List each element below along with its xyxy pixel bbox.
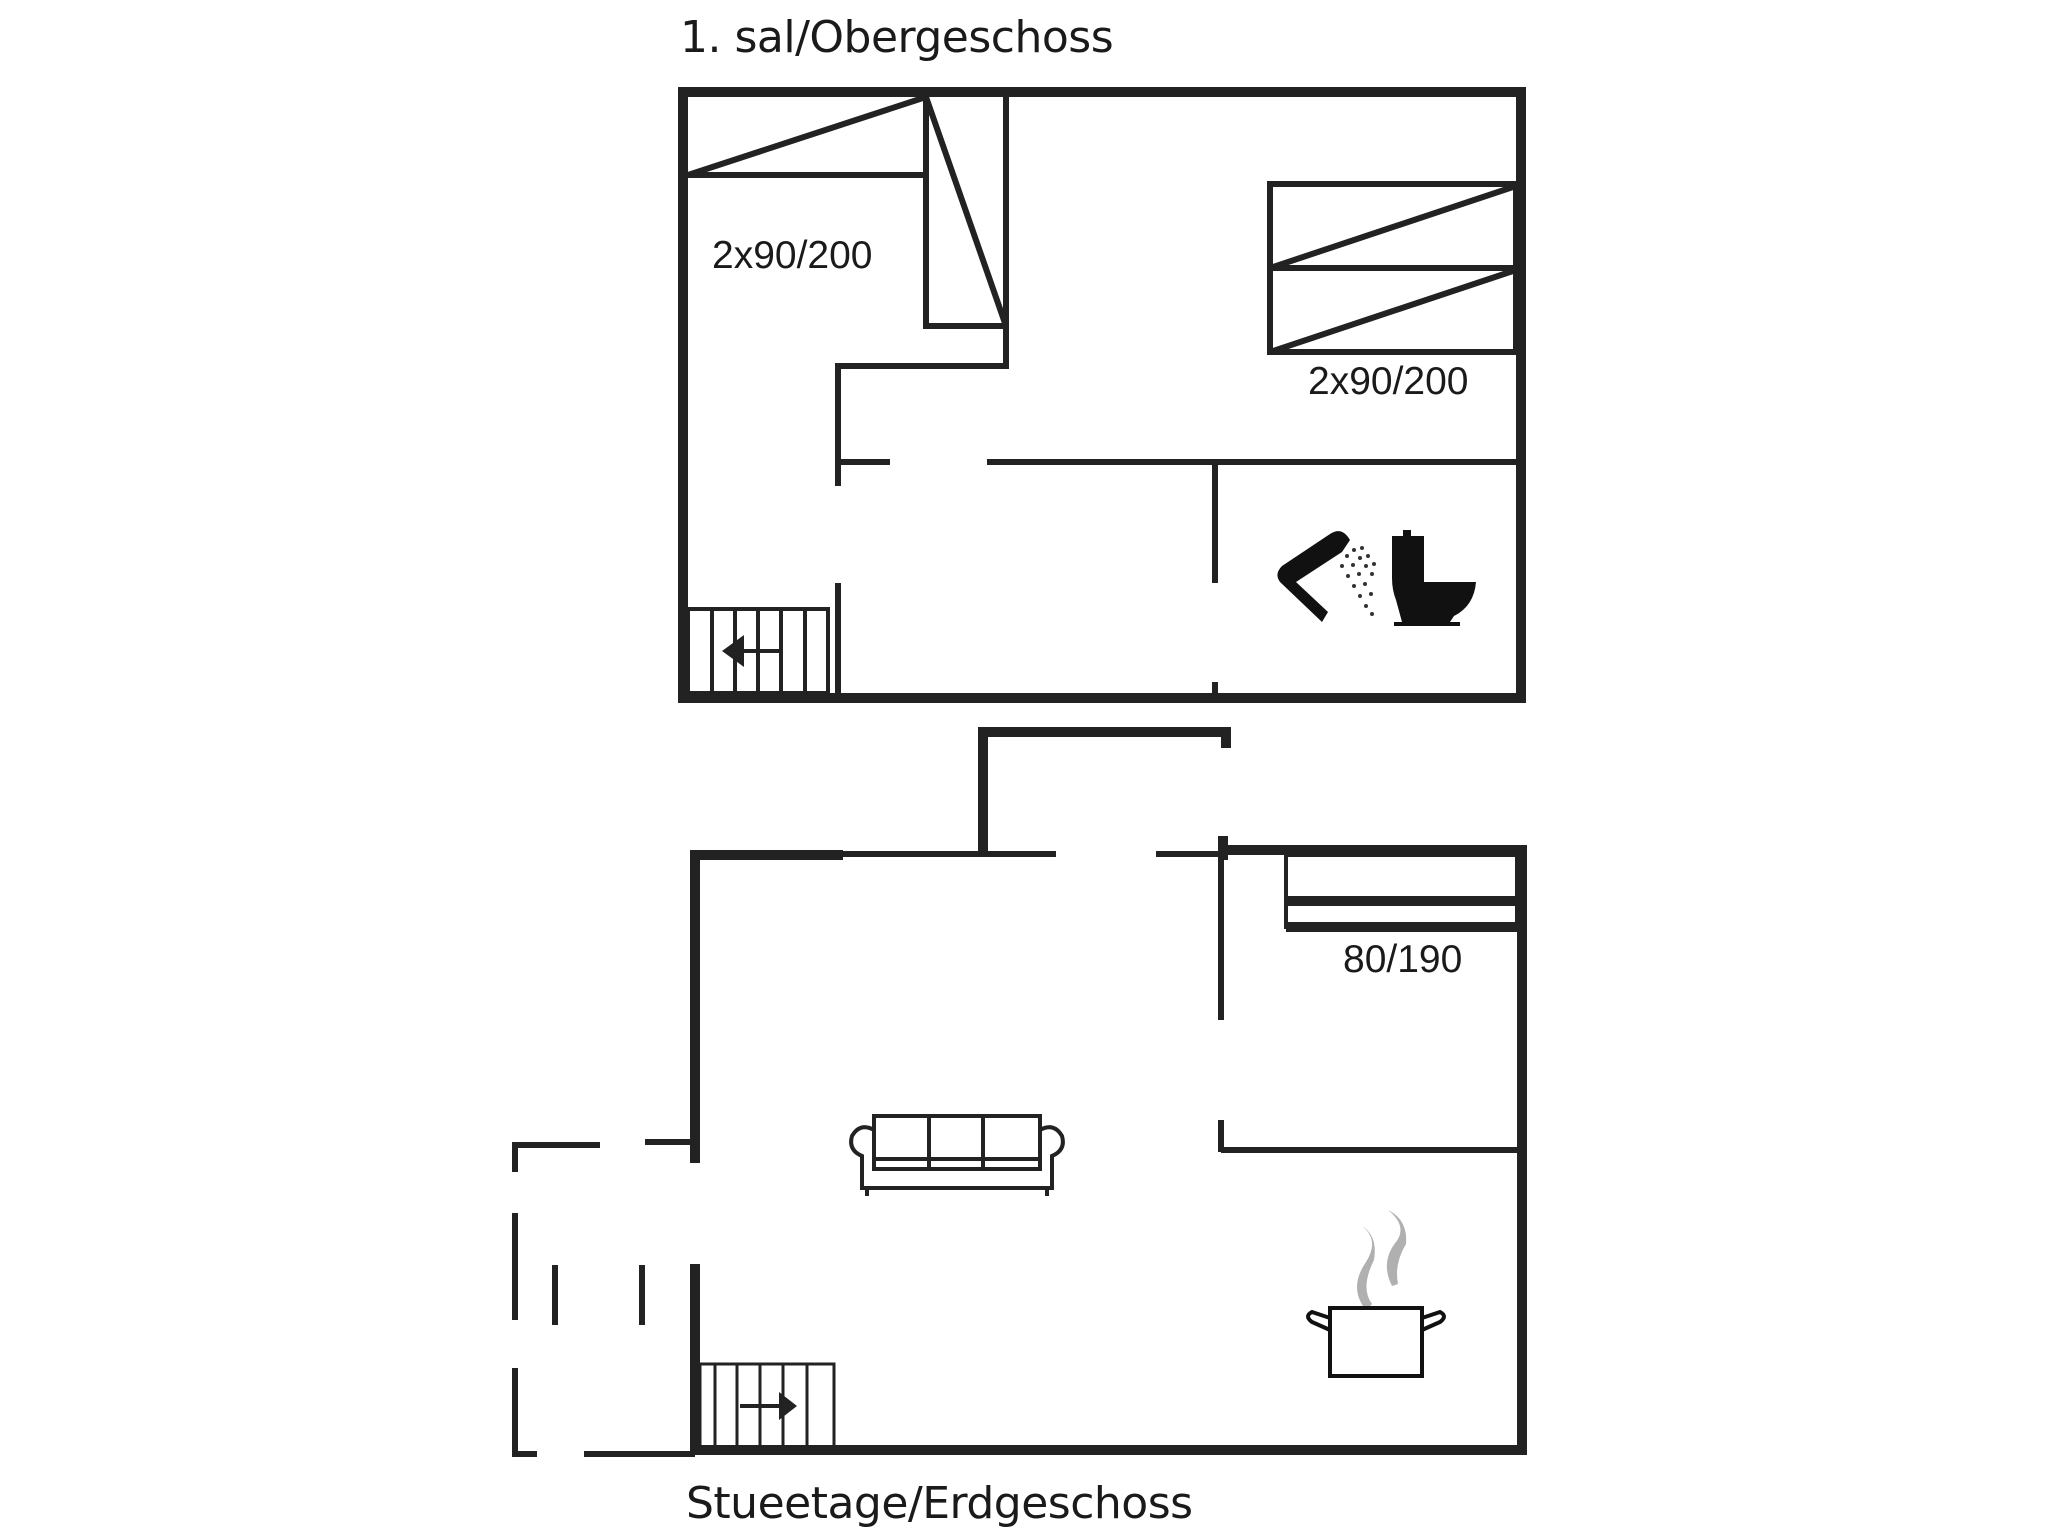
upper-floor-title: 1. sal/Obergeschoss — [680, 12, 1114, 63]
bed-ground — [1284, 853, 1519, 932]
toilet-icon — [1392, 530, 1476, 626]
bed-label-upper-right: 2x90/200 — [1308, 360, 1469, 403]
bed-label-ground: 80/190 — [1343, 938, 1463, 981]
upper-interior-wall-a — [835, 92, 1009, 486]
upper-outer-wall — [678, 87, 1526, 703]
shower-icon — [1277, 531, 1376, 622]
upper-floor — [678, 87, 1526, 703]
stairs-ground — [698, 1362, 836, 1452]
bed-upper-left-a — [687, 94, 927, 178]
terrace-outline — [512, 1139, 695, 1457]
bed-label-upper-left: 2x90/200 — [712, 234, 873, 277]
entrance-porch-wall — [978, 727, 1231, 750]
arrow-right-icon — [779, 1392, 797, 1420]
ground-floor — [512, 727, 1527, 1457]
bed-upper-left-b — [923, 89, 1009, 329]
cooking-pot-icon — [1306, 1210, 1446, 1378]
bed-upper-right — [1267, 181, 1519, 355]
stairs-upper — [686, 607, 830, 695]
ground-floor-title: Stueetage/Erdgeschoss — [686, 1478, 1193, 1529]
sofa-icon — [849, 1114, 1065, 1196]
arrow-left-icon — [722, 635, 744, 667]
